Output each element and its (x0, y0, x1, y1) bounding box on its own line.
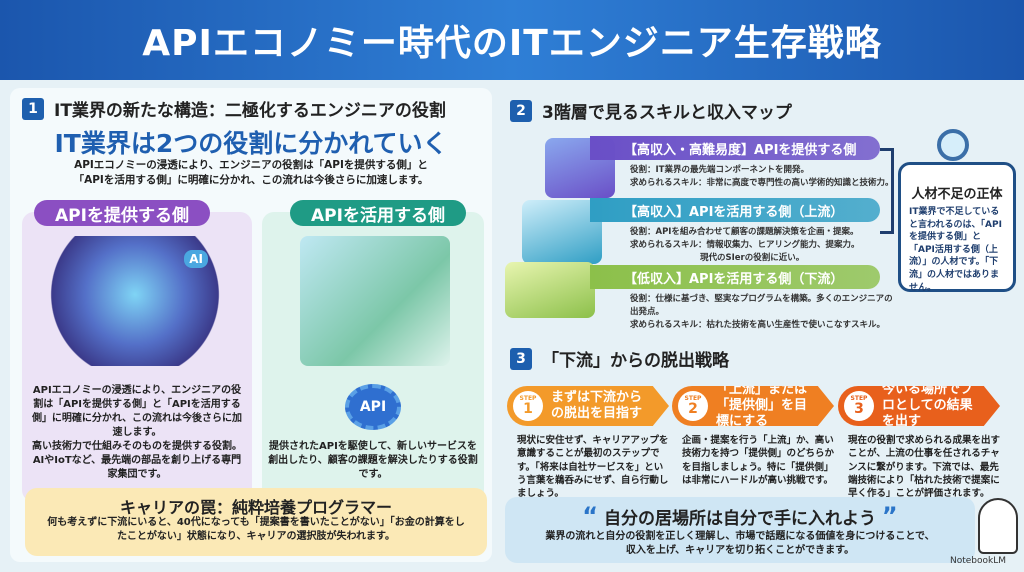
section-3-heading: 3 「下流」からの脱出戦略 (510, 346, 729, 371)
quote-title: “ 自分の居場所は自分で手に入れよう ” (505, 502, 975, 530)
section-title: IT業界の新たな構造：二極化するエンジニアの役割 (54, 101, 446, 121)
tier-bar-1: 【高収入・高難易度】APIを提供する側 (590, 136, 880, 160)
step-title: まずは下流からの脱出を目指す (551, 389, 643, 421)
section-title: 「下流」からの脱出戦略 (542, 351, 729, 371)
section-number: 2 (510, 99, 532, 122)
person-illustration (978, 498, 1018, 554)
tier-bar-3: 【低収入】APIを活用する側（下流） (590, 265, 880, 289)
open-quote-icon: “ (582, 502, 599, 530)
magnifier-icon (937, 129, 969, 161)
notebooklm-watermark: NotebookLM (950, 556, 1007, 566)
step-title: 今いる場所でプロとしての結果を出す (882, 381, 974, 430)
header-banner: APIエコノミー時代のITエンジニア生存戦略 (0, 0, 1024, 80)
section-number: 1 (22, 97, 44, 120)
section-1-intro: APIエコノミーの浸透により、エンジニアの役割は「APIを提供する側」と「API… (73, 159, 429, 186)
consumer-pill: APIを活用する側 (290, 200, 466, 226)
devices-illustration (300, 236, 450, 366)
tier-description-3: 役割：仕様に基づき、堅実なプログラムを構築。多くのエンジニアの出発点。求められる… (630, 294, 893, 330)
ai-cloud-icon: AI (184, 250, 208, 268)
api-gear-icon: API (345, 384, 401, 430)
tier-bar-2: 【高収入】APIを活用する側（上流） (590, 198, 880, 222)
talent-shortage-callout: 人材不足の正体 IT業界で不足していると言われるのは、「APIを提供する側」と「… (898, 129, 1016, 293)
quote-box (505, 497, 975, 563)
callout-title: 人材不足の正体 (911, 187, 1003, 202)
section-1-heading: 1 IT業界の新たな構造：二極化するエンジニアの役割 (22, 96, 446, 121)
tier-description-2: 役割：APIを組み合わせて顧客の課題解決策を企画・提案。求められるスキル：情報収… (630, 227, 860, 263)
step-3-text: 現在の役割で求められる成果を出すことが、上流の仕事を任されるチャンスに繋がります… (848, 435, 1001, 500)
career-trap-text: 何も考えずに下流にいると、40代になっても「提案書を書いたことがない」「お金の計… (47, 517, 465, 542)
consumer-text: 提供されたAPIを駆使して、新しいサービスを創出したり、顧客の課題を解決したりす… (268, 441, 478, 480)
career-trap-box (25, 488, 487, 556)
quote-title-text: 自分の居場所は自分で手に入れよう (604, 509, 876, 529)
close-quote-icon: ” (881, 502, 898, 530)
career-trap-title: キャリアの罠：純粋培養プログラマー (119, 498, 392, 517)
step-title: 「上流」または「提供側」を目標にする (716, 381, 808, 430)
section-title: 3階層で見るスキルと収入マップ (542, 103, 792, 123)
provider-text-2: 高い技術力で仕組みそのものを提供する役割。AIやIoTなど、最先端の部品を創り上… (32, 441, 242, 480)
quote-text: 業界の流れと自分の役割を正しく理解し、市場で話題になる価値を身につけることで、収… (545, 531, 935, 556)
step-1-text: 現状に安住せず、キャリアアップを意識することが最初のステップです。「将来は自社サ… (517, 435, 669, 500)
provider-pill: APIを提供する側 (34, 200, 210, 226)
section-1-headline: IT業界は2つの役割に分かれていく (54, 129, 448, 158)
bridge-tier-illustration (522, 200, 602, 264)
developer-tier-illustration (505, 262, 595, 318)
callout-text: IT業界で不足していると言われるのは、「APIを提供する側」と「API活用する側… (909, 207, 1002, 293)
page-title: APIエコノミー時代のITエンジニア生存戦略 (142, 23, 882, 64)
tier-description-1: 役割：IT業界の最先端コンポーネントを開発。求められるスキル：非常に高度で専門性… (630, 165, 894, 188)
tier-bracket (880, 148, 894, 234)
section-number: 3 (510, 347, 532, 370)
section-2-heading: 2 3階層で見るスキルと収入マップ (510, 98, 792, 123)
provider-text-1: APIエコノミーの浸透により、エンジニアの役割は「APIを提供する側」と「API… (31, 385, 243, 438)
ai-chip-illustration: AI (50, 236, 220, 366)
step-2-text: 企画・提案を行う「上流」か、高い技術力を持つ「提供側」のどちらかを目指しましょう… (682, 435, 835, 486)
